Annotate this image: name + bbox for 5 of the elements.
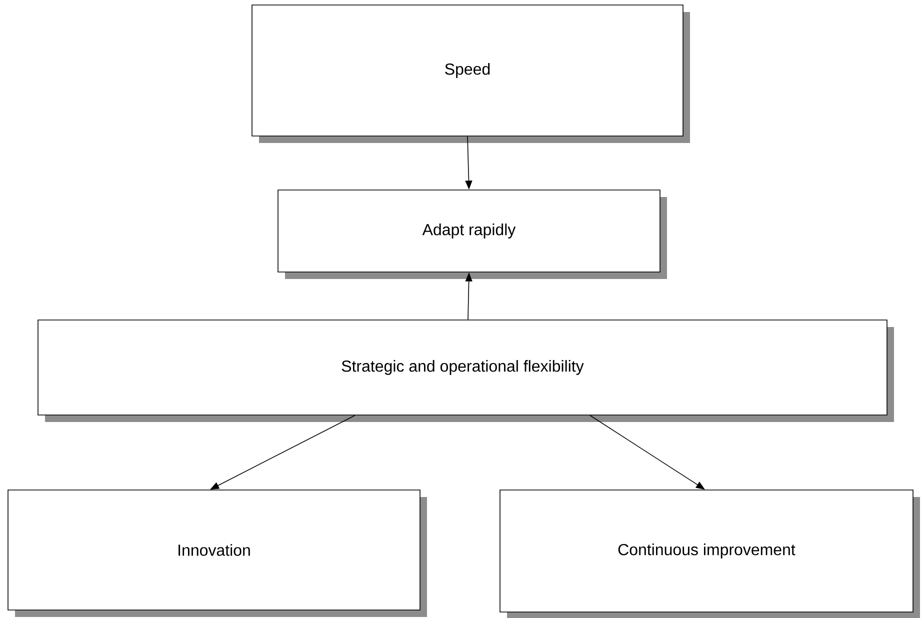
box: Adapt rapidly xyxy=(278,190,667,279)
box: Speed xyxy=(252,4,690,143)
box: Strategic and operational flexibility xyxy=(38,320,894,422)
box: Innovation xyxy=(8,490,427,617)
box: Continuous improvement xyxy=(500,490,920,618)
